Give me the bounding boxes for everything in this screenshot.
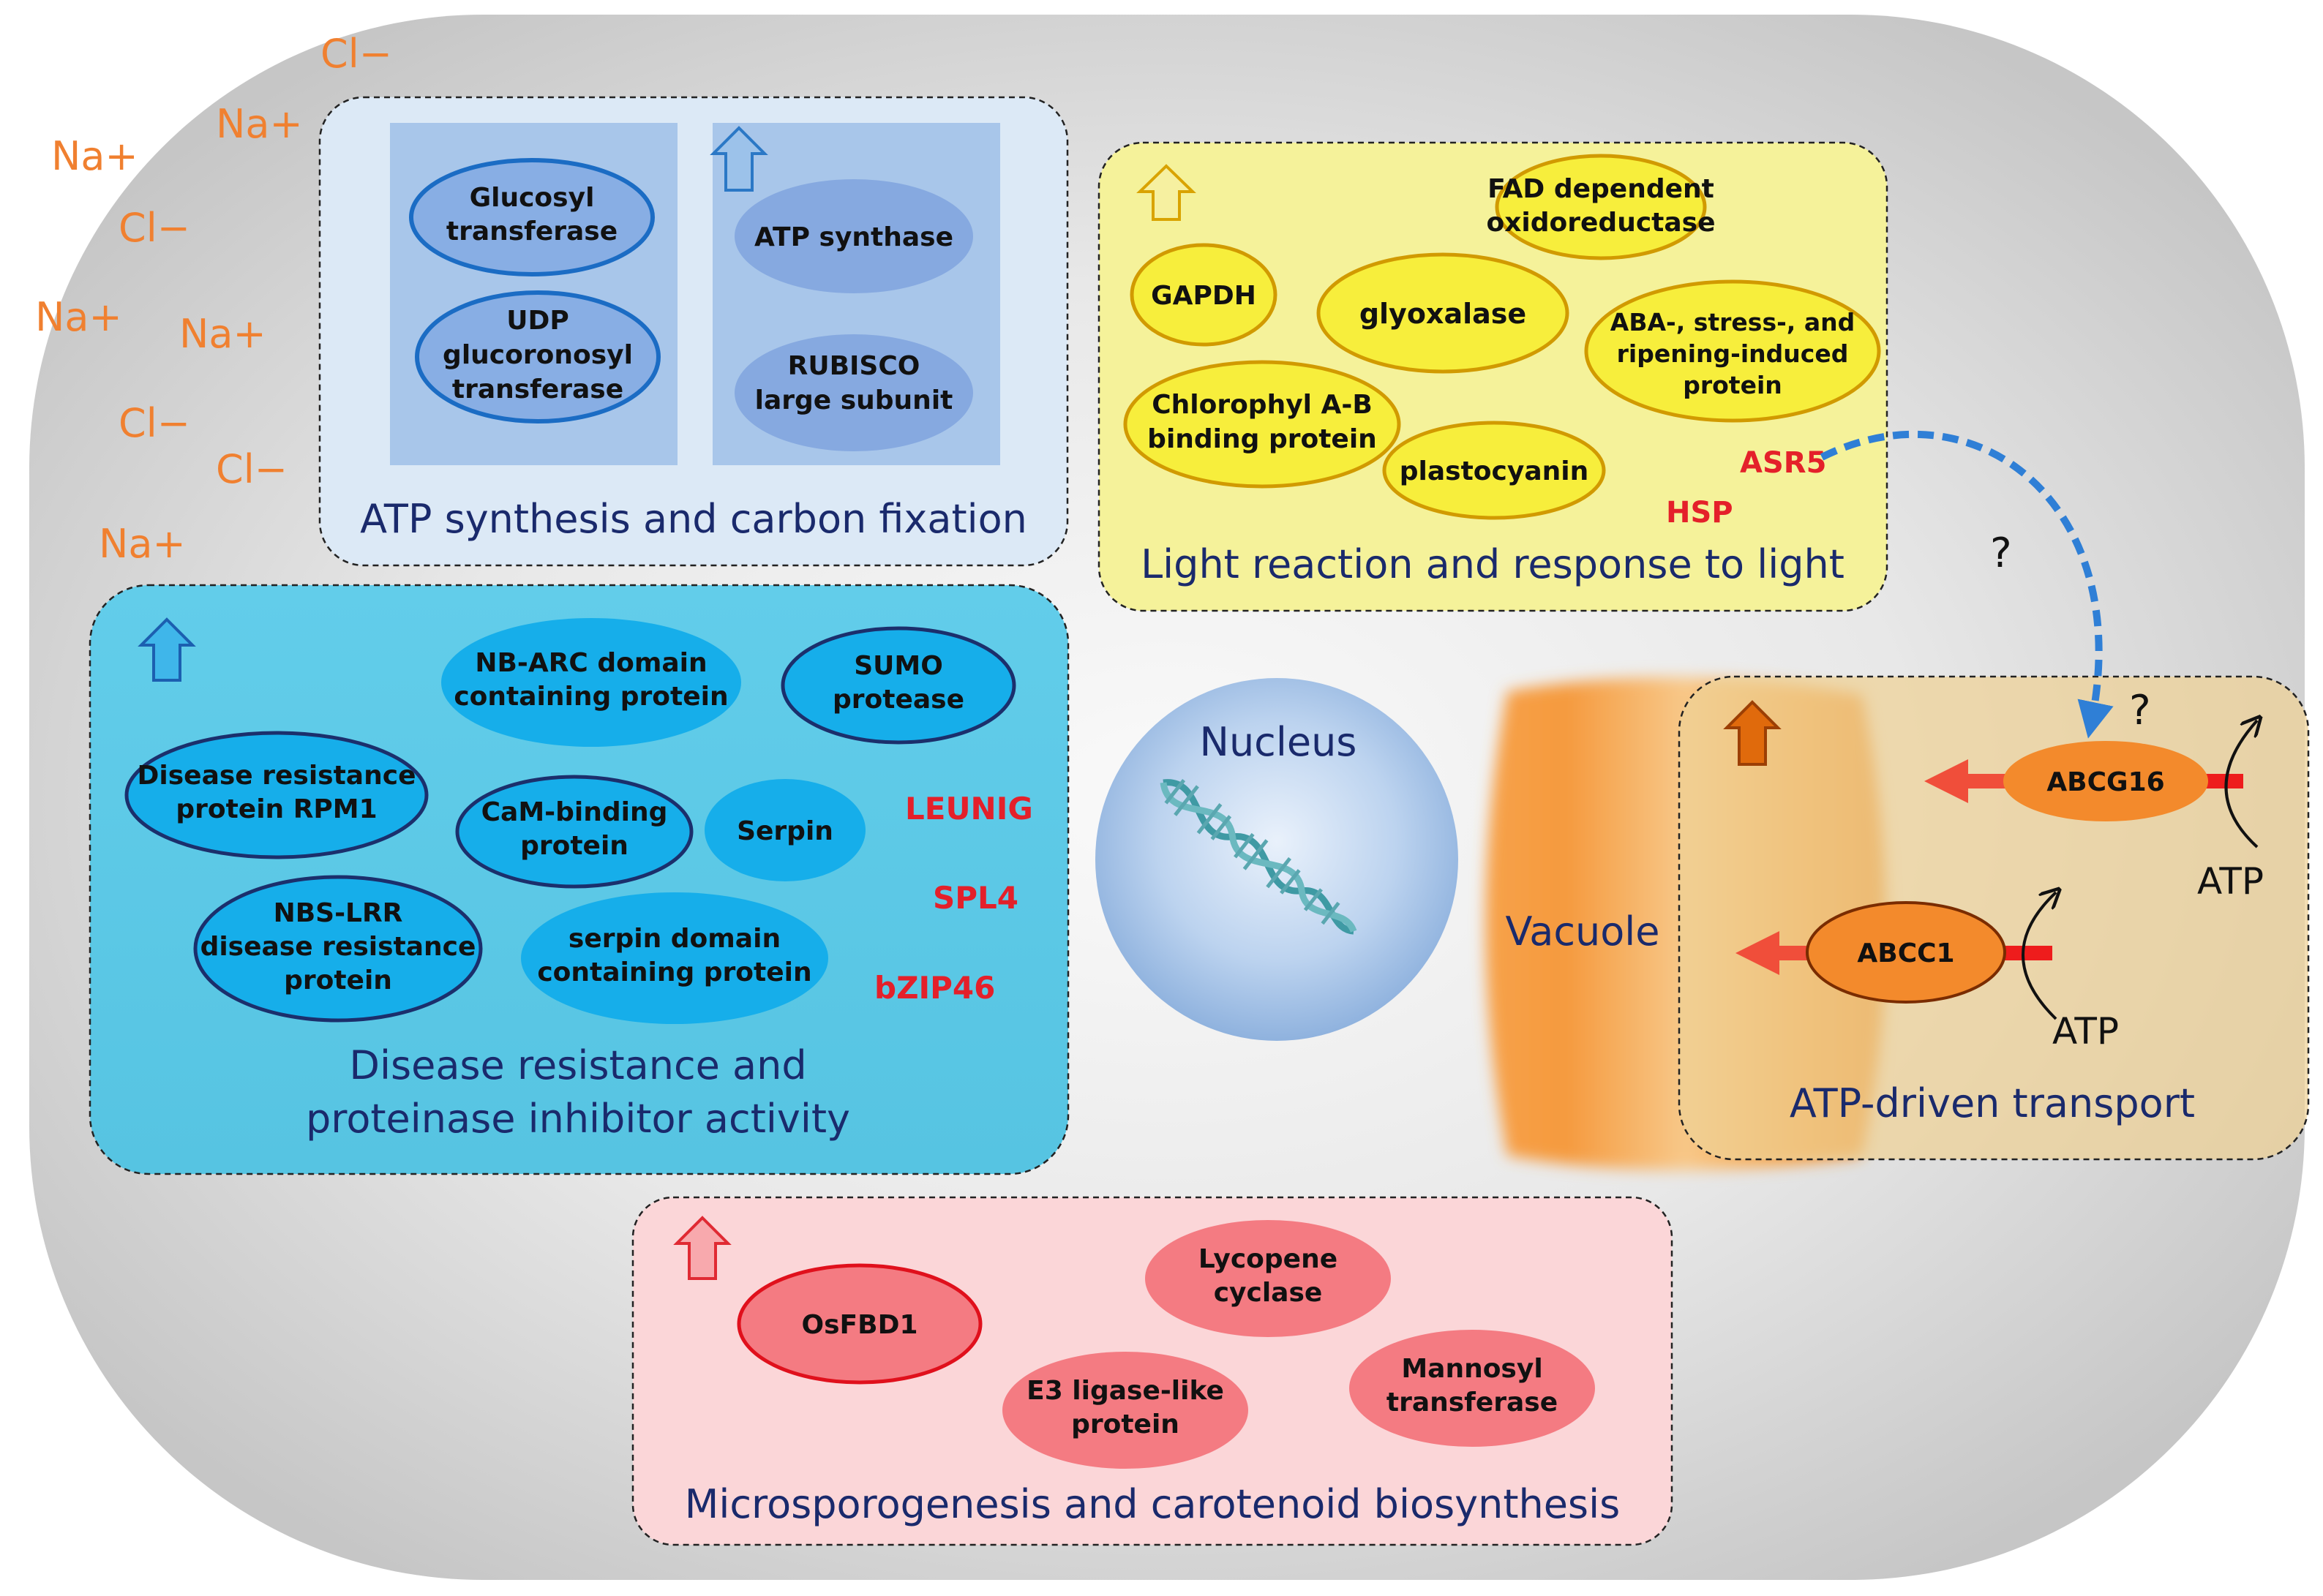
ion-label: Cl− [119,205,190,251]
question-mark: ? [2129,687,2151,734]
gene-label: ASR5 [1740,446,1826,480]
nucleus-label: Nucleus [1200,719,1357,765]
protein-ellipse [1145,1220,1391,1337]
transporter-label: ABCC1 [1857,938,1954,968]
atp-transport-panel: ABCG16 ATP ? ABCC1 ATP ATP-driven transp… [1678,675,2310,1161]
protein-ellipse [735,179,973,293]
protein-ellipse [441,618,741,747]
protein-ellipse [1495,154,1707,260]
protein-ellipse [705,779,866,881]
protein-ellipse [1123,360,1401,489]
protein-label: OsFBD1 [802,1310,918,1340]
protein-label: glyoxalase [1359,298,1526,330]
gene-label: LEUNIG [905,791,1033,827]
nucleus: Nucleus [1095,678,1458,1041]
up-arrow-icon [1723,700,1782,766]
panel-title: ATP-driven transport [1790,1080,2195,1126]
panel-title: ATP synthesis and carbon fixation [360,496,1027,542]
protein-ellipse [455,775,694,889]
question-mark: ? [1990,530,2012,577]
protein-ellipse [409,158,655,276]
efflux-arrowhead [1924,759,1968,803]
up-arrow-icon [673,1216,732,1280]
ion-label: Cl− [119,400,190,446]
protein-label: Serpin [737,816,833,846]
atp-hydrolysis-arrow [2224,720,2258,848]
transport-bar [2001,946,2052,960]
ion-label: Cl− [216,446,288,492]
efflux-arrowhead [1735,931,1779,975]
protein-ellipse [735,334,973,451]
protein-ellipse [415,290,661,424]
atp-label: ATP [2052,1010,2119,1053]
ion-label: Na+ [51,133,138,179]
panel-title: Light reaction and response to light [1141,541,1844,587]
protein-ellipse [1584,279,1881,423]
ion-label: Na+ [216,101,303,147]
protein-ellipse [1316,252,1569,374]
protein-ellipse [1382,421,1606,520]
ion-label: Na+ [179,311,266,357]
transporter-label: ABCG16 [2046,767,2164,797]
panel-title: Microsporogenesis and carotenoid biosynt… [685,1481,1620,1527]
gene-label: HSP [1666,496,1733,530]
protein-ellipse [124,731,429,859]
protein-label: GAPDH [1151,281,1256,311]
regulation-dashed-arrow [1820,430,2114,739]
protein-ellipse [193,875,483,1023]
protein-ellipse [1130,243,1277,347]
atp-label: ATP [2197,860,2264,903]
ion-label: Na+ [35,294,122,340]
gene-label: bZIP46 [874,970,995,1006]
up-arrow-icon [138,617,196,682]
vacuole-label: Vacuole [1505,908,1659,955]
up-arrow-icon [1136,164,1196,221]
ion-labels: Cl− Na+ Na+ Cl− Na+ Na+ Cl− Cl− Na+ [35,31,392,567]
transporter-ellipse [2003,741,2208,821]
protein-ellipse [781,626,1016,745]
protein-ellipse [737,1263,983,1385]
gene-label: SPL4 [933,880,1018,916]
protein-label: plastocyanin [1400,456,1588,486]
transporter-ellipse [1806,901,2006,1004]
transport-bar [2202,774,2243,788]
atp-hydrolysis-arrow [2022,892,2056,1020]
protein-ellipse [521,892,828,1024]
protein-ellipse [1002,1352,1248,1469]
up-arrow-icon [710,126,768,192]
ion-label: Cl− [320,31,392,77]
ion-label: Na+ [99,521,186,567]
dna-icon [1160,779,1357,935]
protein-ellipse [1349,1330,1595,1447]
protein-label: ATP synthase [754,222,953,252]
